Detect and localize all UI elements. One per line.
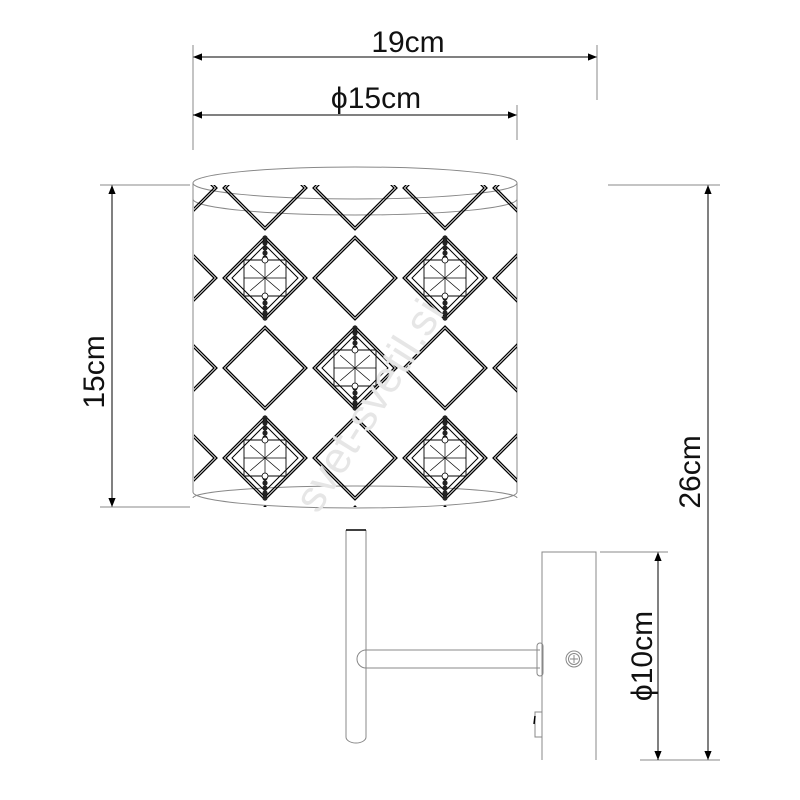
diamond-frame bbox=[312, 185, 398, 231]
diamond-frame bbox=[194, 344, 218, 392]
diamond-frame bbox=[222, 325, 308, 411]
diamond-frame bbox=[492, 433, 517, 483]
crystal-diamond bbox=[222, 235, 308, 321]
crystal-diamond bbox=[222, 415, 308, 501]
dimension-shade-height: 15cm bbox=[78, 184, 190, 508]
lamp-arm bbox=[356, 642, 544, 677]
crystal-diamond bbox=[402, 415, 488, 501]
diamond-frame bbox=[443, 505, 447, 507]
wall-backplate bbox=[533, 551, 597, 760]
dimension-overall-height: 26cm bbox=[608, 184, 720, 761]
diamond-frame bbox=[492, 185, 517, 213]
backplate-diameter-label: ϕ10cm bbox=[626, 611, 659, 701]
diamond-frame bbox=[194, 434, 218, 482]
overall-width-label: 19cm bbox=[371, 26, 444, 59]
diamond-frame bbox=[402, 325, 488, 411]
diamond-frame bbox=[312, 415, 398, 501]
lamp-stem bbox=[345, 529, 367, 744]
diamond-frame bbox=[492, 253, 517, 303]
diamond-pattern bbox=[133, 185, 577, 590]
switch-icon bbox=[533, 711, 542, 738]
diamond-frame bbox=[194, 185, 218, 212]
diamond-frame bbox=[492, 343, 517, 393]
crystal-diamond bbox=[312, 325, 398, 411]
overall-height-label: 26cm bbox=[674, 435, 707, 508]
dimension-overall-width: 19cm bbox=[192, 26, 598, 150]
lamp-shade bbox=[133, 166, 577, 590]
crystal-diamond bbox=[402, 235, 488, 321]
dimension-backplate-diameter: ϕ10cm bbox=[600, 551, 668, 760]
diamond-frame bbox=[402, 185, 488, 231]
screw-icon bbox=[565, 650, 583, 668]
shade-height-label: 15cm bbox=[78, 335, 111, 408]
diamond-frame bbox=[263, 505, 267, 507]
diamond-frame bbox=[312, 235, 398, 321]
diamond-frame bbox=[222, 185, 308, 231]
shade-diameter-label: ϕ15cm bbox=[331, 82, 421, 115]
dimension-shade-diameter: ϕ15cm bbox=[193, 82, 518, 140]
diamond-frame bbox=[493, 506, 577, 590]
diamond-frame bbox=[133, 506, 217, 590]
diamond-frame bbox=[194, 254, 218, 302]
